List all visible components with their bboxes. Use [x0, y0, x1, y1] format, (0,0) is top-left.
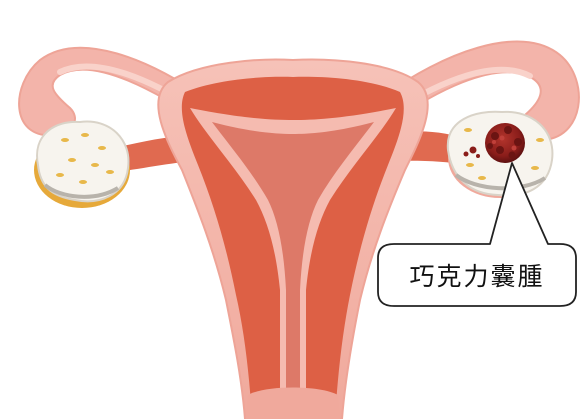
cervix — [246, 388, 340, 419]
left-ovary — [34, 122, 130, 208]
callout-label: 巧克力囊腫 — [378, 244, 576, 306]
